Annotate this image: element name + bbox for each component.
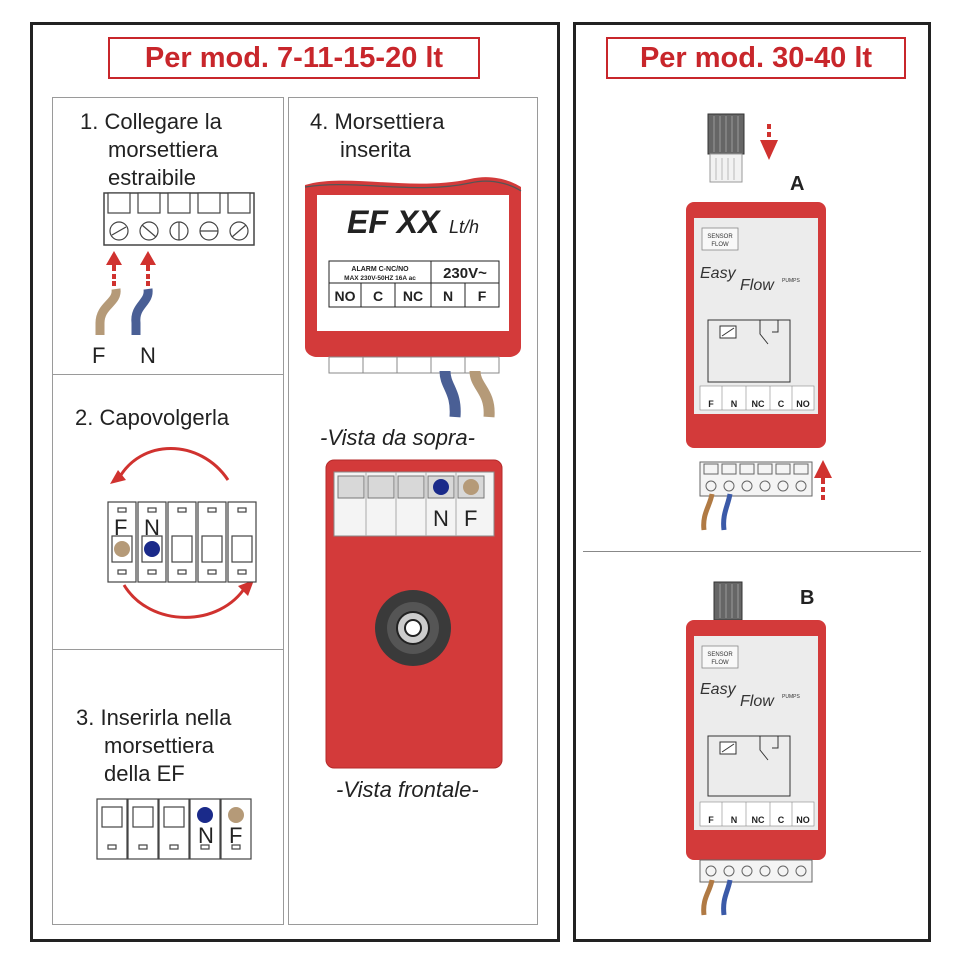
step1-line1: 1. Collegare la [80,109,222,134]
step1-line3: estraibile [108,165,197,190]
terminal-no: NO [335,288,356,304]
step2-line1: 2. Capovolgerla [75,405,230,430]
step1-diagram: F N [92,192,255,368]
brand-sub: PUMPS [782,278,800,284]
sensor-label-2: FLOW [711,660,729,666]
front-label-n: N [433,506,449,531]
variant-a-label: A [790,173,804,195]
term-a-no: NO [796,399,810,409]
flip-label-n: N [144,515,160,540]
voltage-label: 230V~ [443,265,487,282]
step3-text: 3. Inserirla nella morsettiera della EF [76,704,231,788]
down-arrow-icon [760,124,778,160]
step1-line2: morsettiera [108,137,219,162]
step4-line2: inserita [340,137,411,162]
variant-b-label: B [800,587,814,609]
right-panel-divider [583,551,921,552]
step3-diagram: N F [96,798,252,860]
front-view-device: N F [325,459,503,769]
brown-dot [228,807,244,823]
flipped-block-icon [107,501,257,583]
brand-easy: Easy [700,681,737,698]
term-b-no: NO [796,815,810,825]
wire-label-n: N [140,343,156,368]
step3-line3: della EF [104,761,185,786]
insert-arrow-icon [106,251,156,286]
variant-a-diagram: A SENSOR FLOW Easy Flow PUMPS F N NC C N… [686,113,832,531]
step4-line1: 4. Morsettiera [310,109,445,134]
flow-sensor-icon [375,590,451,666]
caption-front-view: -Vista frontale- [336,777,479,802]
terminal-c: C [373,288,383,304]
wire-blue-icon [131,288,153,335]
brown-dot [114,541,130,557]
blue-dot [144,541,160,557]
term-a-c: C [778,399,785,409]
caption-top-view: -Vista da sopra- [320,425,475,450]
terminal-block-icon [103,192,255,246]
terminal-nc: NC [403,288,423,304]
wire-blue-icon [439,370,461,418]
terminal-block-icon [699,461,813,497]
wire-blue-icon [721,493,733,531]
brown-dot [463,479,479,495]
term-a-n: N [731,399,738,409]
relay-schematic-icon [707,319,791,383]
rotate-arrowhead-bottom [238,580,254,596]
alarm-label-2: MAX 230V-50HZ 16A ac [344,275,416,282]
step4-text: 4. Morsettiera inserita [310,108,445,164]
term-b-nc: NC [752,815,765,825]
sensor-plug-icon [707,113,745,183]
rotate-arrowhead-top [110,470,126,484]
wire-blue-icon [721,879,733,916]
front-terminal-icon [337,475,485,499]
terminal-block-icon [699,859,813,883]
left-panel-title: Per mod. 7-11-15-20 lt [108,37,480,79]
step2-diagram: F N [107,447,257,619]
brand-flow: Flow [740,277,775,294]
insert-label-f: F [229,823,242,848]
wire-brown-icon [95,288,121,335]
term-a-f: F [708,399,714,409]
alarm-label-1: ALARM C-NC/NO [351,266,409,273]
terminal-n: N [443,288,453,304]
brand-flow: Flow [740,693,775,710]
device-name: EF XX [347,204,441,240]
term-b-f: F [708,815,714,825]
up-arrow-icon [814,460,832,500]
right-panel-title: Per mod. 30-40 lt [606,37,906,79]
sensor-label-1: SENSOR [707,234,733,240]
term-b-n: N [731,815,738,825]
front-label-f: F [464,506,477,531]
rotate-arrow-top-icon [116,447,230,481]
sensor-plug-icon [713,581,743,621]
term-a-nc: NC [752,399,765,409]
blue-dot [197,807,213,823]
terminal-f: F [478,288,487,304]
term-b-c: C [778,815,785,825]
step3-line1: 3. Inserirla nella [76,705,232,730]
wire-brown-icon [469,370,495,418]
sensor-label-1: SENSOR [707,652,733,658]
inserted-block-icon [96,798,252,860]
terminal-strip-icon [328,356,500,374]
relay-schematic-icon [707,735,791,797]
wire-brown-icon [701,493,715,531]
insert-label-n: N [198,823,214,848]
rotate-arrow-bottom-icon [122,584,248,619]
brand-easy: Easy [700,265,737,282]
step2-text: 2. Capovolgerla [75,404,229,432]
top-view-device: EF XX Lt/h ALARM C-NC/NO MAX 230V-50HZ 1… [304,177,522,418]
step3-cell [52,649,284,925]
device-unit: Lt/h [449,217,479,237]
wire-label-f: F [92,343,105,368]
brand-sub: PUMPS [782,694,800,700]
variant-b-diagram: B SENSOR FLOW Easy Flow PUMPS F N NC C N… [686,581,826,916]
step3-line2: morsettiera [104,733,215,758]
blue-dot [433,479,449,495]
step1-text: 1. Collegare la morsettiera estraibile [80,108,222,192]
wire-brown-icon [701,879,715,916]
sensor-label-2: FLOW [711,242,729,248]
flip-label-f: F [114,515,127,540]
